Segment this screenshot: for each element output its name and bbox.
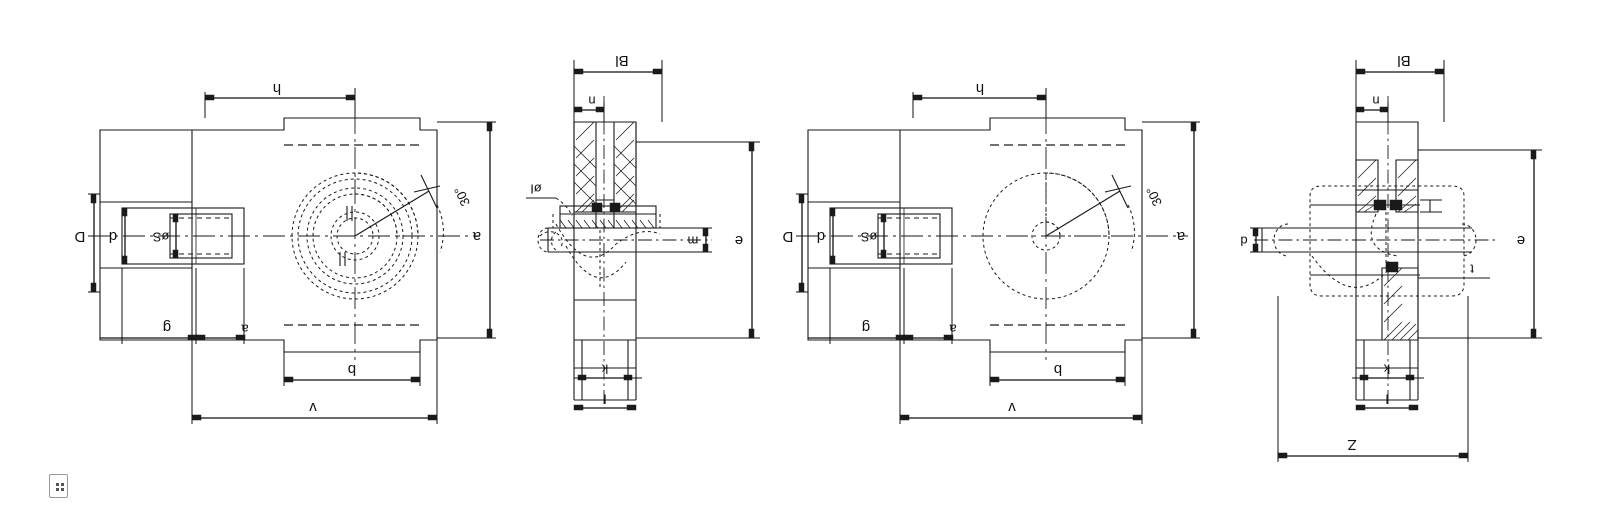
- v3-dimension-g-a: g a: [808, 268, 957, 344]
- v2-label-l: l: [603, 392, 606, 407]
- v3-dimension-D: D: [782, 193, 808, 293]
- v2-section-hatch: [573, 121, 637, 213]
- v3-dimension-oS: øS: [860, 213, 887, 259]
- v4-housing-body: [1355, 121, 1419, 401]
- v4-dimension-l: l: [1355, 392, 1419, 411]
- v1-dimension-v: v: [191, 340, 438, 424]
- v1-dimension-a-right: a: [437, 121, 496, 339]
- v3-angle-callout-30: [1045, 174, 1135, 253]
- v3-label-b: b: [1054, 361, 1062, 378]
- v1-label-angle: 30°: [451, 184, 473, 208]
- v4-section-hatch: [1355, 159, 1419, 341]
- v2-label-e: e: [735, 232, 743, 249]
- v1-angle-callout-30: [354, 174, 444, 253]
- v2-bearing-insert: [552, 199, 661, 229]
- v1-label-v: v: [309, 399, 317, 416]
- v2-label-n: n: [588, 94, 595, 109]
- v3-dimension-a-right: a: [1142, 121, 1200, 339]
- v2-dimension-k: k: [574, 362, 642, 381]
- v4-dimension-Bl: Bl: [1355, 52, 1445, 122]
- v4-label-d: d: [1240, 234, 1247, 249]
- v3-label-D: D: [782, 228, 793, 245]
- v2-label-oI: øI: [530, 182, 542, 197]
- v4-label-Z: Z: [1347, 436, 1356, 453]
- v3-dimension-v: v: [899, 340, 1143, 424]
- v4-label-e: e: [1517, 232, 1525, 249]
- v4-bearing-insert: [1309, 185, 1465, 297]
- v3-housing-outline: [807, 117, 1143, 353]
- v3-label-d: d: [817, 228, 825, 245]
- v2-dimension-l: l: [573, 392, 637, 411]
- v2-label-k: k: [601, 362, 608, 377]
- v3-label-v: v: [1008, 399, 1016, 416]
- v4-dimension-d: d: [1240, 227, 1262, 253]
- view-4-section-view: Bl n d t e: [1240, 52, 1542, 462]
- view-1-front-elevation: h D d øS a: [74, 80, 496, 424]
- v1-dimension-b: b: [283, 352, 421, 386]
- v4-label-n: n: [1372, 94, 1379, 109]
- v3-label-a-right: a: [1176, 228, 1185, 245]
- v2-label-Bl: Bl: [615, 52, 628, 69]
- v1-dimension-g-a: g a: [100, 268, 249, 344]
- v3-label-g: g: [862, 319, 870, 336]
- v4-dimension-e: e: [1418, 149, 1542, 339]
- v4-dimension-k: k: [1352, 362, 1424, 381]
- v1-label-g: g: [163, 319, 171, 336]
- v1-dimension-d: d: [109, 207, 128, 265]
- v4-dimension-Z: Z: [1277, 296, 1469, 462]
- v4-label-k: k: [1383, 362, 1390, 377]
- view-2-section-view: Bl n øI m e: [526, 52, 760, 411]
- v3-dimension-h: h: [912, 80, 1047, 118]
- v4-label-Bl: Bl: [1397, 52, 1410, 69]
- v3-dimension-d: d: [817, 207, 836, 265]
- v3-label-h: h: [976, 80, 984, 97]
- v4-label-t: t: [1470, 262, 1474, 277]
- v1-dimension-oS: øS: [152, 213, 179, 259]
- v2-dimension-n: n: [573, 94, 605, 122]
- v3-label-angle: 30°: [1143, 184, 1165, 208]
- v2-dimension-e: e: [636, 141, 760, 339]
- v2-housing-body: [573, 121, 637, 401]
- v2-label-m: m: [688, 234, 699, 249]
- v1-dimension-D: D: [74, 193, 100, 293]
- v1-label-a-right: a: [472, 228, 481, 245]
- v3-label-oS: øS: [860, 230, 877, 245]
- v1-label-d: d: [109, 228, 117, 245]
- v2-hidden-bore-arcs: [555, 223, 661, 290]
- v1-housing-outline: [99, 117, 438, 353]
- apps-grid-icon[interactable]: [49, 474, 68, 498]
- v1-label-D: D: [74, 228, 85, 245]
- v3-label-a-bottom: a: [949, 322, 957, 337]
- v1-dimension-h: h: [204, 80, 356, 118]
- v1-label-b: b: [348, 361, 356, 378]
- v4-dimension-n: n: [1355, 94, 1389, 122]
- v2-dimension-m: m: [660, 227, 712, 253]
- v3-dimension-b: b: [989, 352, 1126, 386]
- v4-label-l: l: [1385, 392, 1388, 407]
- v4-hidden-detail: [1311, 212, 1399, 288]
- v1-label-a-bottom: a: [241, 322, 249, 337]
- v1-label-h: h: [273, 80, 281, 97]
- v4-leader-t: t: [1418, 262, 1490, 279]
- v2-dimension-Bl: Bl: [573, 52, 663, 122]
- v1-label-oS: øS: [152, 230, 169, 245]
- v2-leader-oI: øI: [526, 182, 573, 217]
- view-3-front-elevation: h D d øS a: [782, 80, 1200, 424]
